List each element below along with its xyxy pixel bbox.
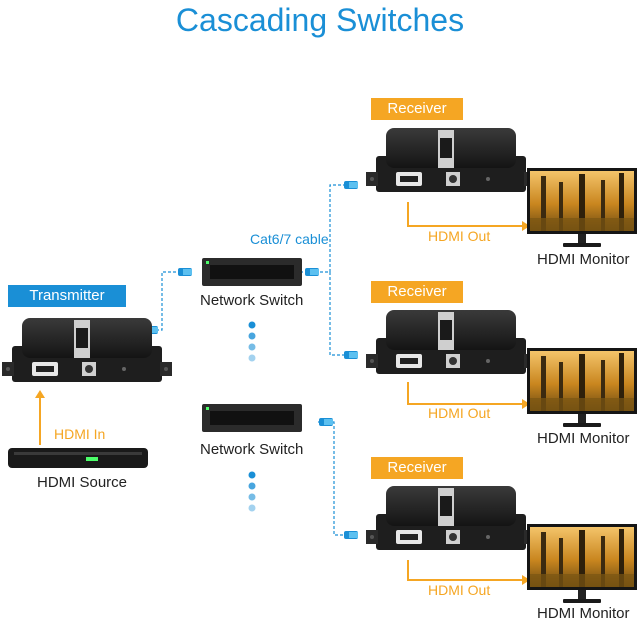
hdmi-out-label-2: HDMI Out [428,405,491,421]
transmitter-device [2,318,172,382]
transmitter-badge: Transmitter [8,285,126,307]
receiver-badge-3: Receiver [371,457,463,479]
receiver-badge-1: Receiver [371,98,463,120]
hdmi-source-device [8,448,148,468]
hdmi-in-label: HDMI In [54,426,106,442]
hdmi-arrowheads [35,221,530,585]
network-switch-label-1: Network Switch [200,292,304,309]
monitor-2 [527,348,637,427]
receiver-badge-2: Receiver [371,281,463,303]
receiver-device-2 [366,310,536,374]
monitor-1 [527,168,637,247]
network-switch-1 [202,258,302,286]
hdmi-monitor-label-2: HDMI Monitor [537,430,630,447]
monitor-3 [527,524,637,603]
hdmi-monitor-label-1: HDMI Monitor [537,251,630,268]
network-switch-label-2: Network Switch [200,441,304,458]
network-switch-2 [202,404,302,432]
hdmi-source-label: HDMI Source [37,474,128,491]
receiver-device-1 [366,128,536,192]
page-title: Cascading Switches [175,2,465,38]
continuation-dots [248,321,256,512]
receiver-device-3 [366,486,536,550]
hdmi-lines [39,202,522,581]
hdmi-out-label-1: HDMI Out [428,228,491,244]
cable-label: Cat6/7 cable [250,231,329,247]
hdmi-monitor-label-3: HDMI Monitor [537,605,630,622]
hdmi-out-label-3: HDMI Out [428,582,491,598]
